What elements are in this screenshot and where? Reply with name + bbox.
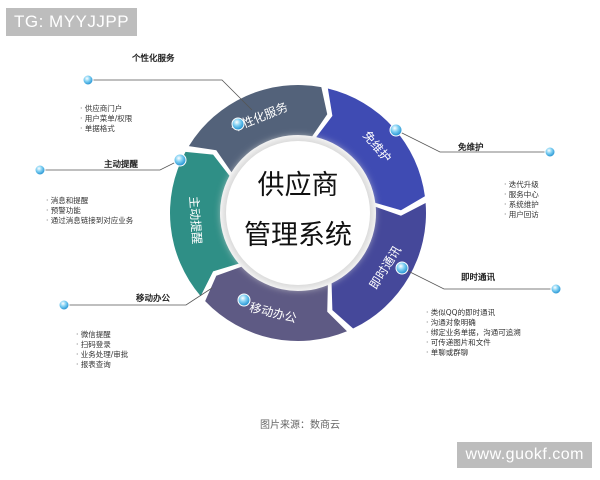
ring-node-dot-personalized	[231, 117, 245, 131]
list-item: 用户回访	[504, 210, 539, 220]
leader-line-personalized	[88, 79, 253, 111]
list-item: 消息和提醒	[46, 196, 133, 206]
list-item: 服务中心	[504, 190, 539, 200]
list-item: 单聊或群聊	[426, 348, 521, 358]
leader-line-mobile-office	[64, 287, 213, 306]
block-list-maintenance-free: 迭代升级 服务中心 系统维护 用户回访	[504, 180, 539, 220]
list-item: 绑定业务单据，沟通可追溯	[426, 328, 521, 338]
block-title-instant-messaging: 即时通讯	[461, 273, 496, 283]
block-title-proactive-reminder: 主动提醒	[104, 160, 139, 170]
list-item: 通过消息链接到对应业务	[46, 216, 134, 226]
list-item: 微信提醒	[76, 330, 128, 340]
segment-mobile-office	[205, 266, 347, 341]
outer-node-dot-mobile-office	[58, 299, 70, 311]
leader-line-maintenance-free	[395, 129, 550, 153]
center-hub	[226, 141, 370, 285]
ring-node-dot-proactive-reminder	[173, 153, 187, 167]
list-item: 系统维护	[504, 200, 539, 210]
center-title-line2: 管理系统	[244, 220, 352, 251]
block-title-personalized: 个性化服务	[132, 54, 175, 64]
block-list-personalized: 供应商门户 用户菜单/权限 单据格式	[80, 104, 133, 134]
list-item: 业务处理/审批	[76, 350, 129, 360]
watermark-bottom-right: www.guokf.com	[457, 442, 592, 468]
ring-node-dot-maintenance-free	[389, 123, 403, 137]
list-item: 可传递图片和文件	[426, 338, 521, 348]
list-item: 单据格式	[80, 124, 132, 134]
block-list-proactive-reminder: 消息和提醒 预警功能 通过消息链接到对应业务	[46, 196, 134, 226]
list-item: 迭代升级	[504, 180, 539, 190]
list-item: 报表查询	[76, 360, 128, 370]
leader-line-proactive-reminder	[40, 159, 181, 171]
outer-node-dot-maintenance-free	[544, 146, 556, 158]
list-item: 类似QQ的即时通讯	[426, 308, 521, 318]
block-list-instant-messaging: 类似QQ的即时通讯 沟通对象明确 绑定业务单据，沟通可追溯 可传递图片和文件 单…	[426, 308, 521, 358]
image-source-caption: 图片来源：数商云	[260, 420, 340, 431]
outer-node-dot-personalized	[82, 74, 94, 86]
list-item: 扫码登录	[76, 340, 128, 350]
segment-proactive-reminder-label: 主动提醒	[187, 196, 205, 245]
segment-personalized	[188, 84, 328, 173]
segment-maintenance-free	[316, 88, 425, 211]
segment-instant-messaging	[331, 202, 426, 329]
block-title-mobile-office: 移动办公	[136, 294, 171, 304]
ring-node-dot-mobile-office	[237, 293, 251, 307]
watermark-top-left: TG: MYYJJPP	[6, 8, 138, 36]
outer-node-dot-instant-messaging	[550, 283, 562, 295]
leader-line-instant-messaging	[401, 267, 556, 290]
block-list-mobile-office: 微信提醒 扫码登录 业务处理/审批 报表查询	[76, 330, 129, 370]
outer-node-dot-proactive-reminder	[34, 164, 46, 176]
list-item: 预警功能	[46, 206, 133, 216]
center-title-line1: 供应商	[258, 170, 339, 201]
list-item: 用户菜单/权限	[80, 114, 133, 124]
list-item: 沟通对象明确	[426, 318, 521, 328]
ring-node-dot-instant-messaging	[395, 261, 409, 275]
segment-proactive-reminder	[169, 151, 239, 297]
list-item: 供应商门户	[80, 104, 132, 114]
block-title-maintenance-free: 免维护	[458, 143, 484, 153]
